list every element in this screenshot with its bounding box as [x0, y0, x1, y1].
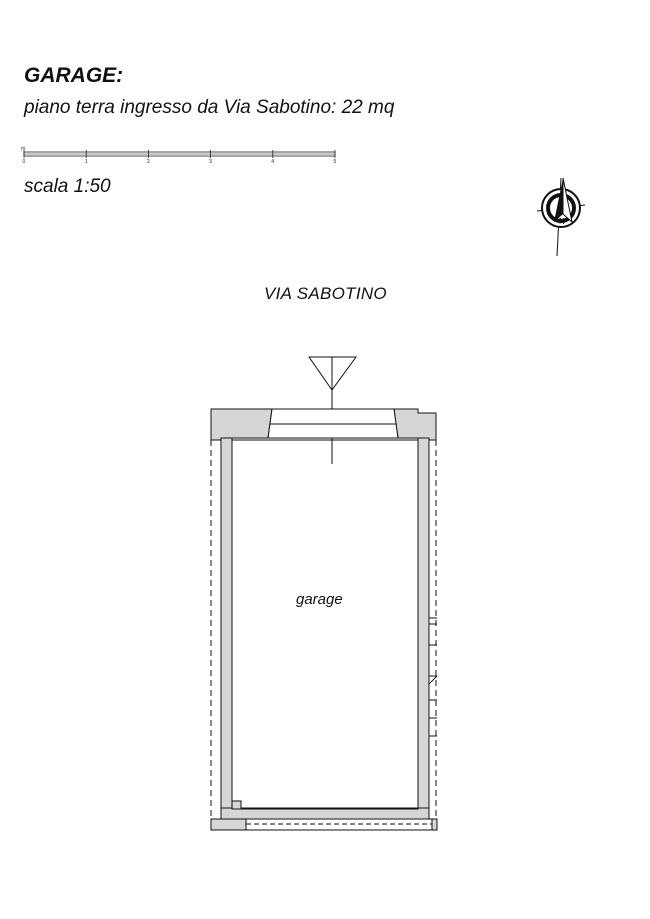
compass-letter: N [559, 217, 565, 226]
property-boundary [210, 440, 437, 819]
scale-tick-label: 4 [271, 159, 274, 165]
side-wall-marks [428, 617, 438, 737]
scale-label: scala 1:50 [24, 176, 111, 197]
scale-tick-label: 3 [209, 159, 212, 165]
walls [210, 408, 438, 831]
room-label-garage: garage [296, 591, 343, 608]
scale-tick-label: 2 [147, 159, 150, 165]
north-arrow-icon: N [536, 177, 586, 257]
page-title: GARAGE: [24, 64, 124, 87]
scale-tick-label: 5 [334, 159, 337, 165]
scale-tick-label: 1 [85, 159, 88, 165]
street-label: VIA SABOTINO [264, 284, 387, 303]
scale-unit-label: m [21, 146, 25, 152]
room-garage [231, 439, 419, 810]
scale-bar: m 0 1 2 3 4 5 [21, 146, 337, 165]
scale-tick-label: 0 [23, 159, 26, 165]
door-opening [267, 408, 399, 439]
page-subtitle: piano terra ingresso da Via Sabotino: 22… [24, 97, 395, 118]
